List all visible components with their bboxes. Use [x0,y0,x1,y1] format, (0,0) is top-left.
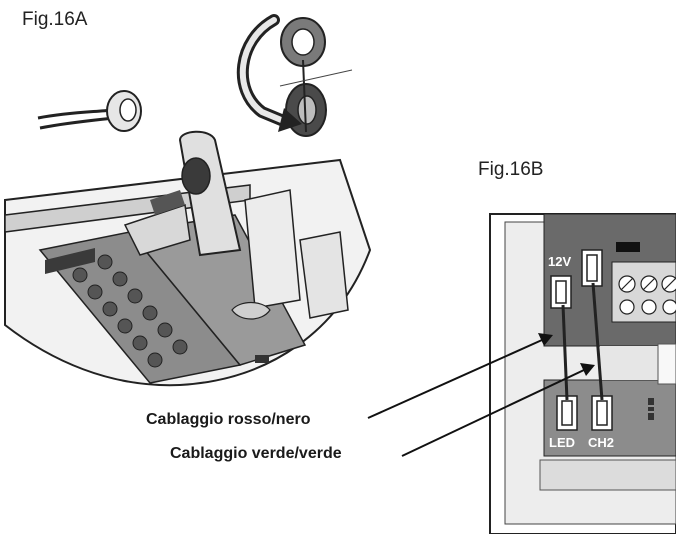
wire-green-green [591,282,604,401]
callout-green-green-wiring: Cablaggio verde/verde [170,445,342,462]
fig-16b-illustration: 12V LED CH2 [489,213,676,534]
control-board [4,130,372,387]
callout-red-black-wiring: Cablaggio rosso/nero [146,411,311,428]
connector-ch2 [591,395,613,431]
wire-red-black [561,304,569,401]
connector-12v [550,275,572,309]
ferrite-rotation [236,14,353,137]
label-led: LED [549,435,575,450]
ferrite-cable [37,90,142,132]
label-12v: 12V [548,254,571,269]
fig-16b-label: Fig.16B [478,159,544,180]
callout-arrow-green-green [401,363,595,457]
fig-16a-label: Fig.16A [22,9,88,30]
connector-top-right [581,249,603,287]
label-ch2: CH2 [588,435,614,450]
connector-led [556,395,578,431]
fig-16a-illustration [4,14,372,387]
callout-arrow-red-black [367,333,553,419]
terminal-block [611,261,676,323]
